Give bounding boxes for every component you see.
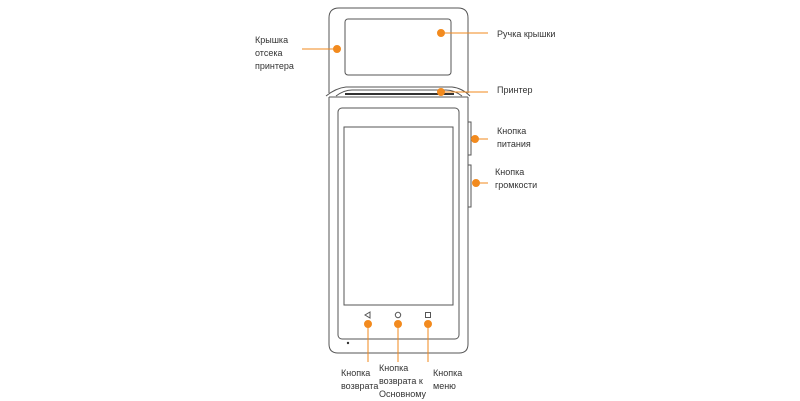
triangle-left-icon[interactable] [364,311,371,319]
printer-cover-outline [328,7,469,93]
cover-handle-label: Ручка крышки [497,29,556,39]
power-button-label: Кнопка питания [497,126,531,149]
printer-label: Принтер [497,85,533,95]
menu-button-label: Кнопка меню [433,368,463,391]
power-callout-dot [471,135,479,143]
screen [343,126,454,306]
volume-button[interactable] [467,164,472,208]
screen-bezel [337,107,460,340]
home-button-label: Кнопка возврата к Основному [379,363,427,399]
cover-label: Крышка отсека принтера [255,35,294,71]
square-icon[interactable] [425,312,431,318]
circle-icon[interactable] [394,311,402,319]
printer-callout-dot [437,88,445,96]
cover-callout-dot [333,45,341,53]
power-button[interactable] [467,121,472,156]
cover-handle-window [344,18,452,76]
indicator-dot [346,341,350,345]
menu-callout-dot [424,320,432,328]
cover-handle-callout-dot [437,29,445,37]
back-callout-dot [364,320,372,328]
volume-callout-dot [472,179,480,187]
volume-button-label: Кнопка громкости [495,167,538,190]
home-callout-dot [394,320,402,328]
back-button-label: Кнопка возврата [341,368,379,391]
device-body-outline [328,97,469,354]
